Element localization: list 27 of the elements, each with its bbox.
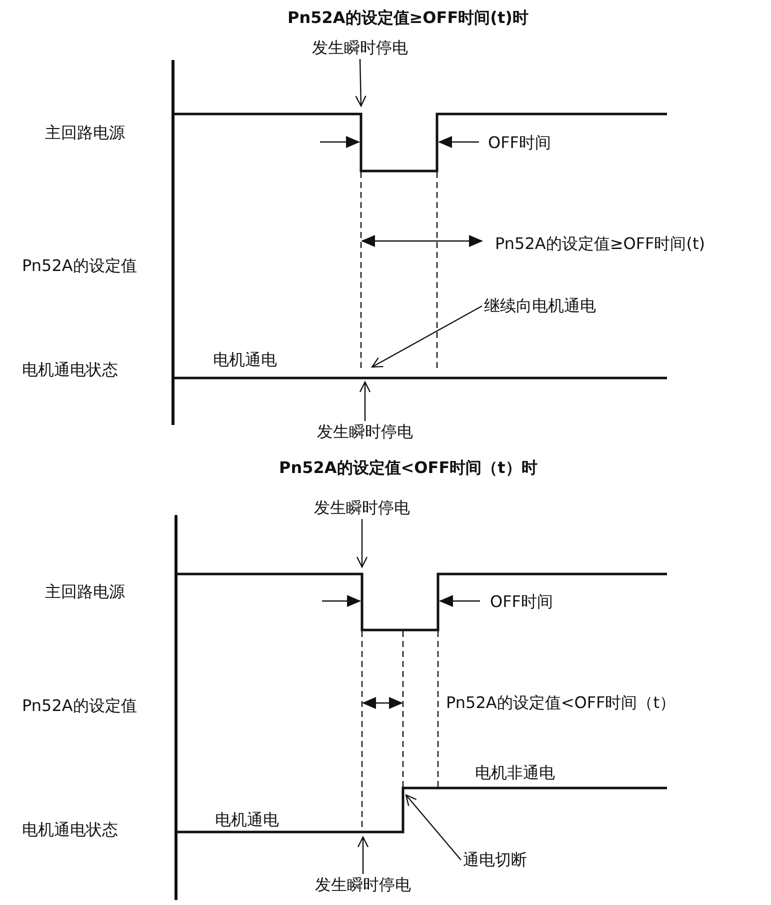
dimension-label: Pn52A的设定值≥OFF时间(t) bbox=[495, 234, 705, 254]
arrow bbox=[355, 58, 366, 107]
callout-text: 通电切断 bbox=[463, 850, 527, 870]
signal-label: 电机通电状态 bbox=[22, 820, 118, 840]
signal-label: 主回路电源 bbox=[45, 582, 125, 602]
callout-text: 发生瞬时停电 bbox=[314, 498, 410, 518]
leader-line bbox=[371, 305, 482, 368]
signal-label: 电机通电状态 bbox=[22, 360, 118, 380]
signal-label: Pn52A的设定值 bbox=[22, 696, 137, 716]
callout-text: 发生瞬时停电 bbox=[312, 38, 408, 58]
arrow bbox=[356, 519, 368, 568]
dimension-label: OFF时间 bbox=[490, 592, 553, 612]
leader-line bbox=[405, 794, 462, 860]
signal-label: 电机非通电 bbox=[475, 763, 555, 783]
callout-text: 继续向电机通电 bbox=[484, 296, 596, 316]
signal-label: 电机通电 bbox=[215, 810, 279, 830]
dimension-label: Pn52A的设定值<OFF时间（t） bbox=[446, 693, 676, 713]
callout-text: 发生瞬时停电 bbox=[315, 875, 411, 895]
arrow bbox=[359, 381, 371, 421]
signal-label: 主回路电源 bbox=[45, 123, 125, 143]
chart-heading: Pn52A的设定值<OFF时间（t）时 bbox=[279, 458, 538, 478]
signal-label: Pn52A的设定值 bbox=[22, 256, 137, 276]
dimension-label: OFF时间 bbox=[488, 133, 551, 153]
signal-label: 电机通电 bbox=[213, 350, 277, 370]
arrow bbox=[357, 836, 369, 874]
chart-heading: Pn52A的设定值≥OFF时间(t)时 bbox=[288, 8, 528, 28]
callout-text: 发生瞬时停电 bbox=[317, 422, 413, 442]
